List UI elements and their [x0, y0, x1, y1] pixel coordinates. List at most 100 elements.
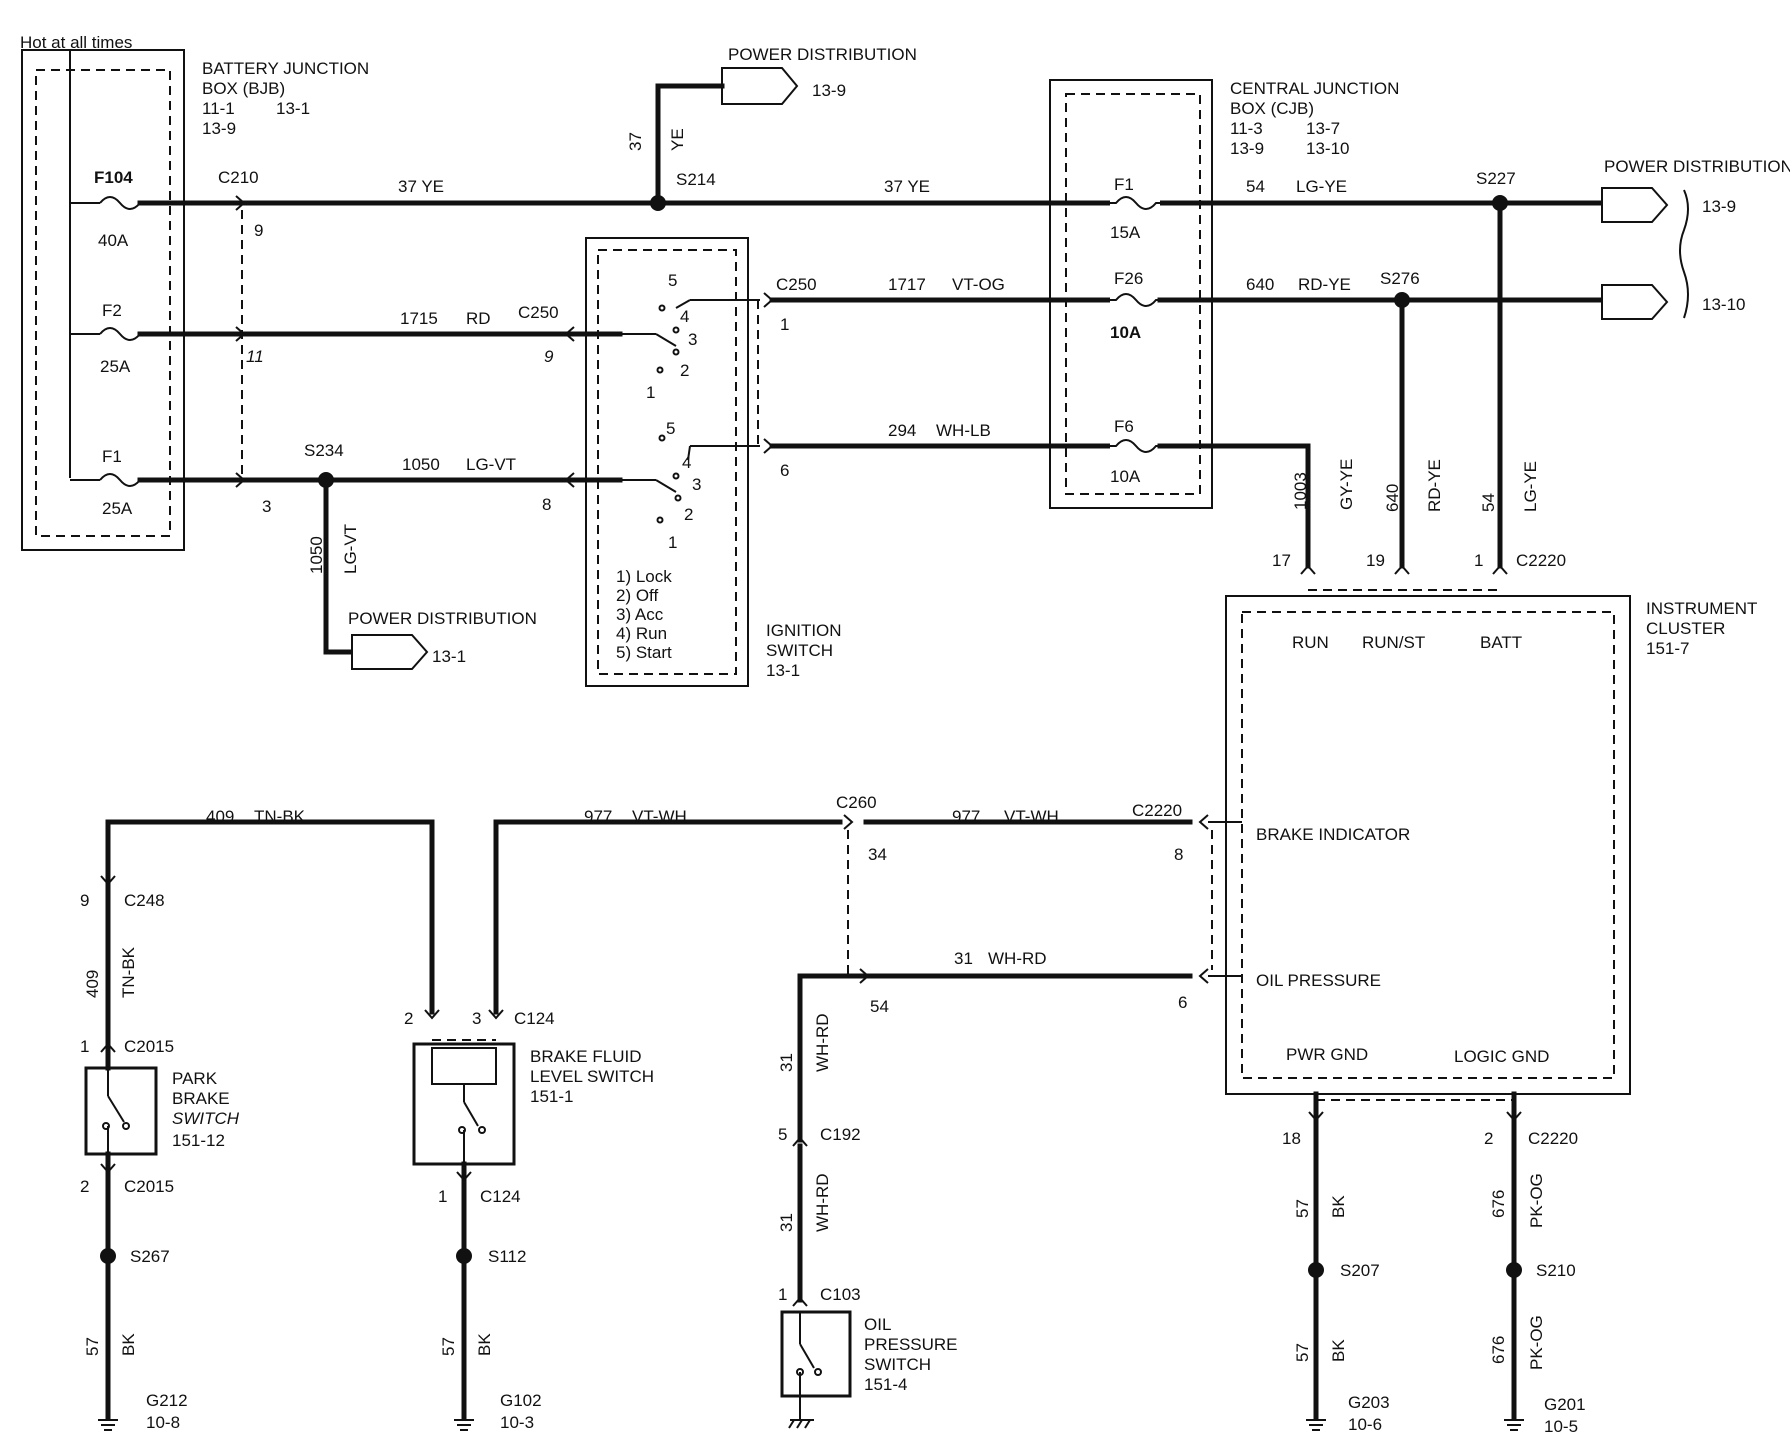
splice-s276: S276 — [1380, 269, 1420, 569]
diagram-label: WH-RD — [988, 949, 1047, 968]
diagram-label: POWER DISTRIBUTION — [348, 609, 537, 628]
diagram-label: PK-OG — [1527, 1315, 1546, 1370]
diagram-label: F1 — [1114, 175, 1134, 194]
diagram-label: C124 — [480, 1187, 521, 1206]
diagram-label: 1717 — [888, 275, 926, 294]
fuse-f1-cjb: F1 15A — [1110, 175, 1160, 242]
diagram-label: 31 — [777, 1213, 796, 1232]
diagram-label: C2220 — [1132, 801, 1182, 820]
diagram-label: 37 — [626, 132, 645, 151]
diagram-label: VT-WH — [1004, 807, 1059, 826]
diagram-label: 2 — [404, 1009, 413, 1028]
diagram-label: 1 — [778, 1285, 787, 1304]
diagram-label: F26 — [1114, 269, 1143, 288]
diagram-label: 5 — [666, 419, 675, 438]
diagram-label: 1715 — [400, 309, 438, 328]
diagram-label: 13-7 — [1306, 119, 1340, 138]
diagram-label: C2015 — [124, 1177, 174, 1196]
diagram-label: C124 — [514, 1009, 555, 1028]
fuse-f1-bjb: F1 25A — [70, 447, 141, 518]
diagram-label: 409 — [83, 970, 102, 998]
diagram-label: LG-YE — [1521, 461, 1540, 512]
diagram-label: 1 — [1474, 551, 1483, 570]
diagram-label: 151-1 — [530, 1087, 573, 1106]
diagram-label: RUN — [1292, 633, 1329, 652]
diagram-label: BATTERY JUNCTION — [202, 59, 369, 78]
diagram-label: SWITCH — [766, 641, 833, 660]
diagram-label: PRESSURE — [864, 1335, 958, 1354]
diagram-label: 13-9 — [1702, 197, 1736, 216]
power-distribution-top: POWER DISTRIBUTION 13-9 — [721, 45, 917, 105]
diagram-label: C2220 — [1528, 1129, 1578, 1148]
diagram-label: INSTRUMENT — [1646, 599, 1757, 618]
diagram-label: BK — [119, 1333, 138, 1356]
diagram-label: 25A — [102, 499, 133, 518]
diagram-label: BOX (CJB) — [1230, 99, 1314, 118]
diagram-label: 31 — [954, 949, 973, 968]
diagram-label: S214 — [676, 170, 716, 189]
ground-g203: G203 10-6 — [1306, 1393, 1390, 1434]
diagram-label: 10-6 — [1348, 1415, 1382, 1434]
fuse-f104: F104 40A — [70, 168, 141, 250]
diagram-label: 4 — [682, 453, 691, 472]
diagram-label: S267 — [130, 1247, 170, 1266]
diagram-label: IGNITION — [766, 621, 842, 640]
diagram-label: 676 — [1489, 1336, 1508, 1364]
fuse-f6: F6 10A — [1110, 417, 1160, 486]
diagram-label: BK — [475, 1333, 494, 1356]
diagram-label: PK-OG — [1527, 1173, 1546, 1228]
diagram-label: F104 — [94, 168, 133, 187]
diagram-label: 2 — [1484, 1129, 1493, 1148]
diagram-label: C210 — [218, 168, 259, 187]
diagram-label: 1 — [646, 383, 655, 402]
power-distribution-right: POWER DISTRIBUTION 13-9 13-10 — [1601, 157, 1790, 320]
diagram-label: 2) Off — [616, 586, 658, 605]
diagram-label: 13-1 — [276, 99, 310, 118]
diagram-label: 1 — [80, 1037, 89, 1056]
diagram-label: G102 — [500, 1391, 542, 1410]
diagram-label: POWER DISTRIBUTION — [728, 45, 917, 64]
ground-g212: G212 10-8 — [98, 1391, 188, 1432]
diagram-label: 13-1 — [432, 647, 466, 666]
splice-s214: S214 — [650, 83, 725, 211]
diagram-label: 5) Start — [616, 643, 672, 662]
diagram-label: 57 — [83, 1337, 102, 1356]
diagram-label: 19 — [1366, 551, 1385, 570]
diagram-label: WH-RD — [813, 1173, 832, 1232]
diagram-label: YE — [668, 128, 687, 151]
diagram-label: 11-1 — [202, 99, 235, 118]
diagram-label: 640 — [1383, 484, 1402, 512]
diagram-label: CLUSTER — [1646, 619, 1725, 638]
diagram-label: 5 — [778, 1125, 787, 1144]
diagram-label: BOX (BJB) — [202, 79, 285, 98]
diagram-label: 9 — [254, 221, 263, 240]
diagram-label: 2 — [684, 505, 693, 524]
instrument-cluster: INSTRUMENT CLUSTER 151-7 RUN RUN/ST BATT… — [1225, 595, 1757, 1095]
diagram-label: 4 — [680, 307, 689, 326]
diagram-label: 54 — [1246, 177, 1265, 196]
diagram-label: LG-YE — [1296, 177, 1347, 196]
diagram-label: C250 — [518, 303, 559, 322]
ignition-switch: 5 4 3 2 1 5 4 3 2 1 1) Lock 2) Off 3) Ac… — [585, 237, 842, 687]
brake-fluid-level-switch: BRAKE FLUID LEVEL SWITCH 151-1 — [412, 1042, 654, 1166]
diagram-label: 57 — [1293, 1199, 1312, 1218]
diagram-label: LG-VT — [341, 524, 360, 574]
diagram-label: BRAKE FLUID — [530, 1047, 641, 1066]
diagram-label: 1 — [780, 315, 789, 334]
diagram-label: OIL PRESSURE — [1256, 971, 1381, 990]
diagram-label: GY-YE — [1337, 459, 1356, 510]
diagram-label: 1003 — [1291, 472, 1310, 510]
diagram-label: 977 — [952, 807, 980, 826]
diagram-label: LOGIC GND — [1454, 1047, 1549, 1066]
diagram-label: CENTRAL JUNCTION — [1230, 79, 1399, 98]
diagram-label: 640 — [1246, 275, 1274, 294]
diagram-label: WH-RD — [813, 1013, 832, 1072]
diagram-label: 10-3 — [500, 1413, 534, 1432]
diagram-label: G201 — [1544, 1395, 1586, 1414]
diagram-label: C250 — [776, 275, 817, 294]
diagram-label: 3 — [472, 1009, 481, 1028]
diagram-label: 13-1 — [766, 661, 800, 680]
diagram-label: OIL — [864, 1315, 891, 1334]
oil-pressure-switch: OIL PRESSURE SWITCH 151-4 — [780, 1310, 958, 1429]
